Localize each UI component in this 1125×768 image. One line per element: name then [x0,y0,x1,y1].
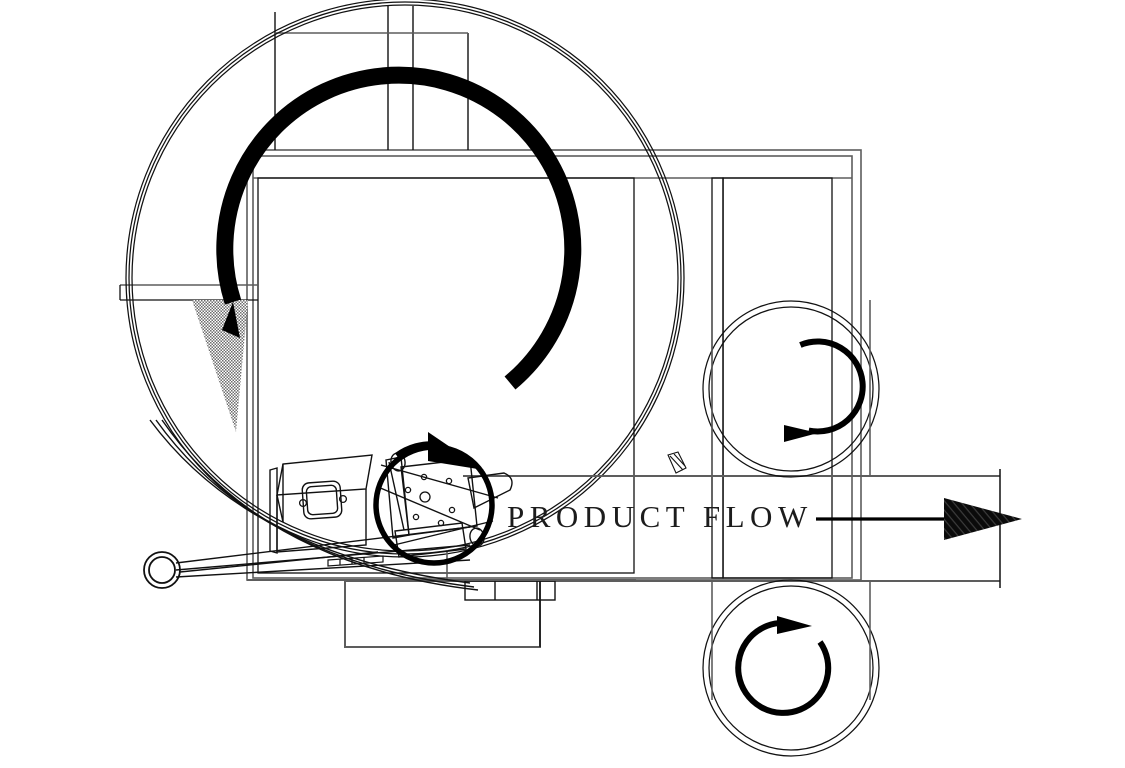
product-flow-arrow [816,498,1022,540]
control-panel-face [301,480,343,520]
main-drum-rotation-arrow [216,66,582,390]
panel-screws [298,494,348,508]
handle-eyelet [143,551,181,589]
small-hatch-mark [667,451,687,474]
lower-roller-circle [702,579,880,757]
upper-roller-circle [702,300,880,478]
product-flow-label: PRODUCT FLOW [507,499,813,534]
rail-ribbed-strip [327,555,384,567]
lower-roller-rotation-arrow [735,616,832,716]
detail-assembly-rotation-arrow [394,432,484,470]
bolt-holes [404,473,456,527]
roller-support-lines [711,300,871,700]
upper-roller-rotation-arrow [784,338,866,442]
guide-rail-arcs [149,419,479,591]
